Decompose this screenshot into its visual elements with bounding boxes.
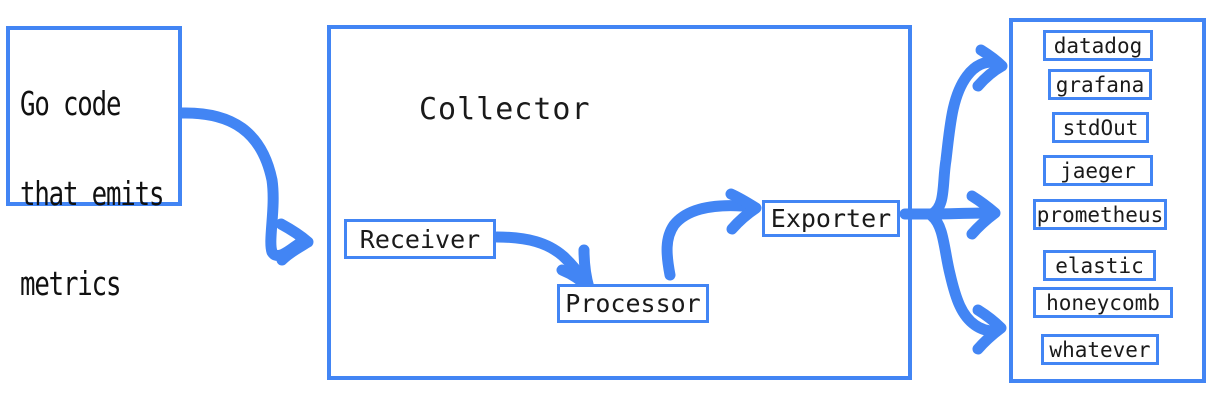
collector-title: Collector — [419, 92, 591, 127]
collector-container: Collector — [327, 25, 912, 380]
exporter-label: Exporter — [770, 204, 892, 233]
backend-item-label: prometheus — [1036, 202, 1164, 227]
backends-container — [1009, 18, 1206, 383]
backend-item-stdOut[interactable]: stdOut — [1052, 112, 1149, 143]
source-line-3: metrics — [20, 264, 121, 303]
source-line-2: that emits — [20, 174, 164, 213]
backend-item-honeycomb[interactable]: honeycomb — [1033, 287, 1173, 318]
backend-item-grafana[interactable]: grafana — [1048, 69, 1152, 100]
backend-item-label: honeycomb — [1046, 290, 1160, 315]
backend-item-elastic[interactable]: elastic — [1043, 250, 1156, 281]
edge-source-to-receiver-arrow — [176, 107, 314, 266]
processor-label: Processor — [565, 289, 701, 318]
processor-box[interactable]: Processor — [557, 284, 709, 323]
backend-item-label: grafana — [1055, 72, 1145, 97]
backend-item-datadog[interactable]: datadog — [1043, 30, 1153, 61]
backend-item-label: datadog — [1053, 33, 1143, 58]
backend-item-label: elastic — [1055, 253, 1144, 278]
go-code-source-box: Go code that emits metrics — [6, 26, 182, 303]
receiver-label: Receiver — [359, 224, 481, 254]
edge-exporter-fanout-arrow — [899, 44, 1008, 355]
backend-item-label: whatever — [1049, 337, 1151, 362]
backend-item-prometheus[interactable]: prometheus — [1033, 199, 1167, 230]
exporter-box[interactable]: Exporter — [762, 200, 900, 237]
source-line-1: Go code — [20, 84, 121, 123]
backend-item-jaeger[interactable]: jaeger — [1043, 155, 1153, 186]
receiver-box[interactable]: Receiver — [344, 219, 496, 259]
backend-item-whatever[interactable]: whatever — [1041, 334, 1159, 365]
backend-item-label: stdOut — [1062, 115, 1139, 140]
backend-item-label: jaeger — [1060, 158, 1136, 183]
